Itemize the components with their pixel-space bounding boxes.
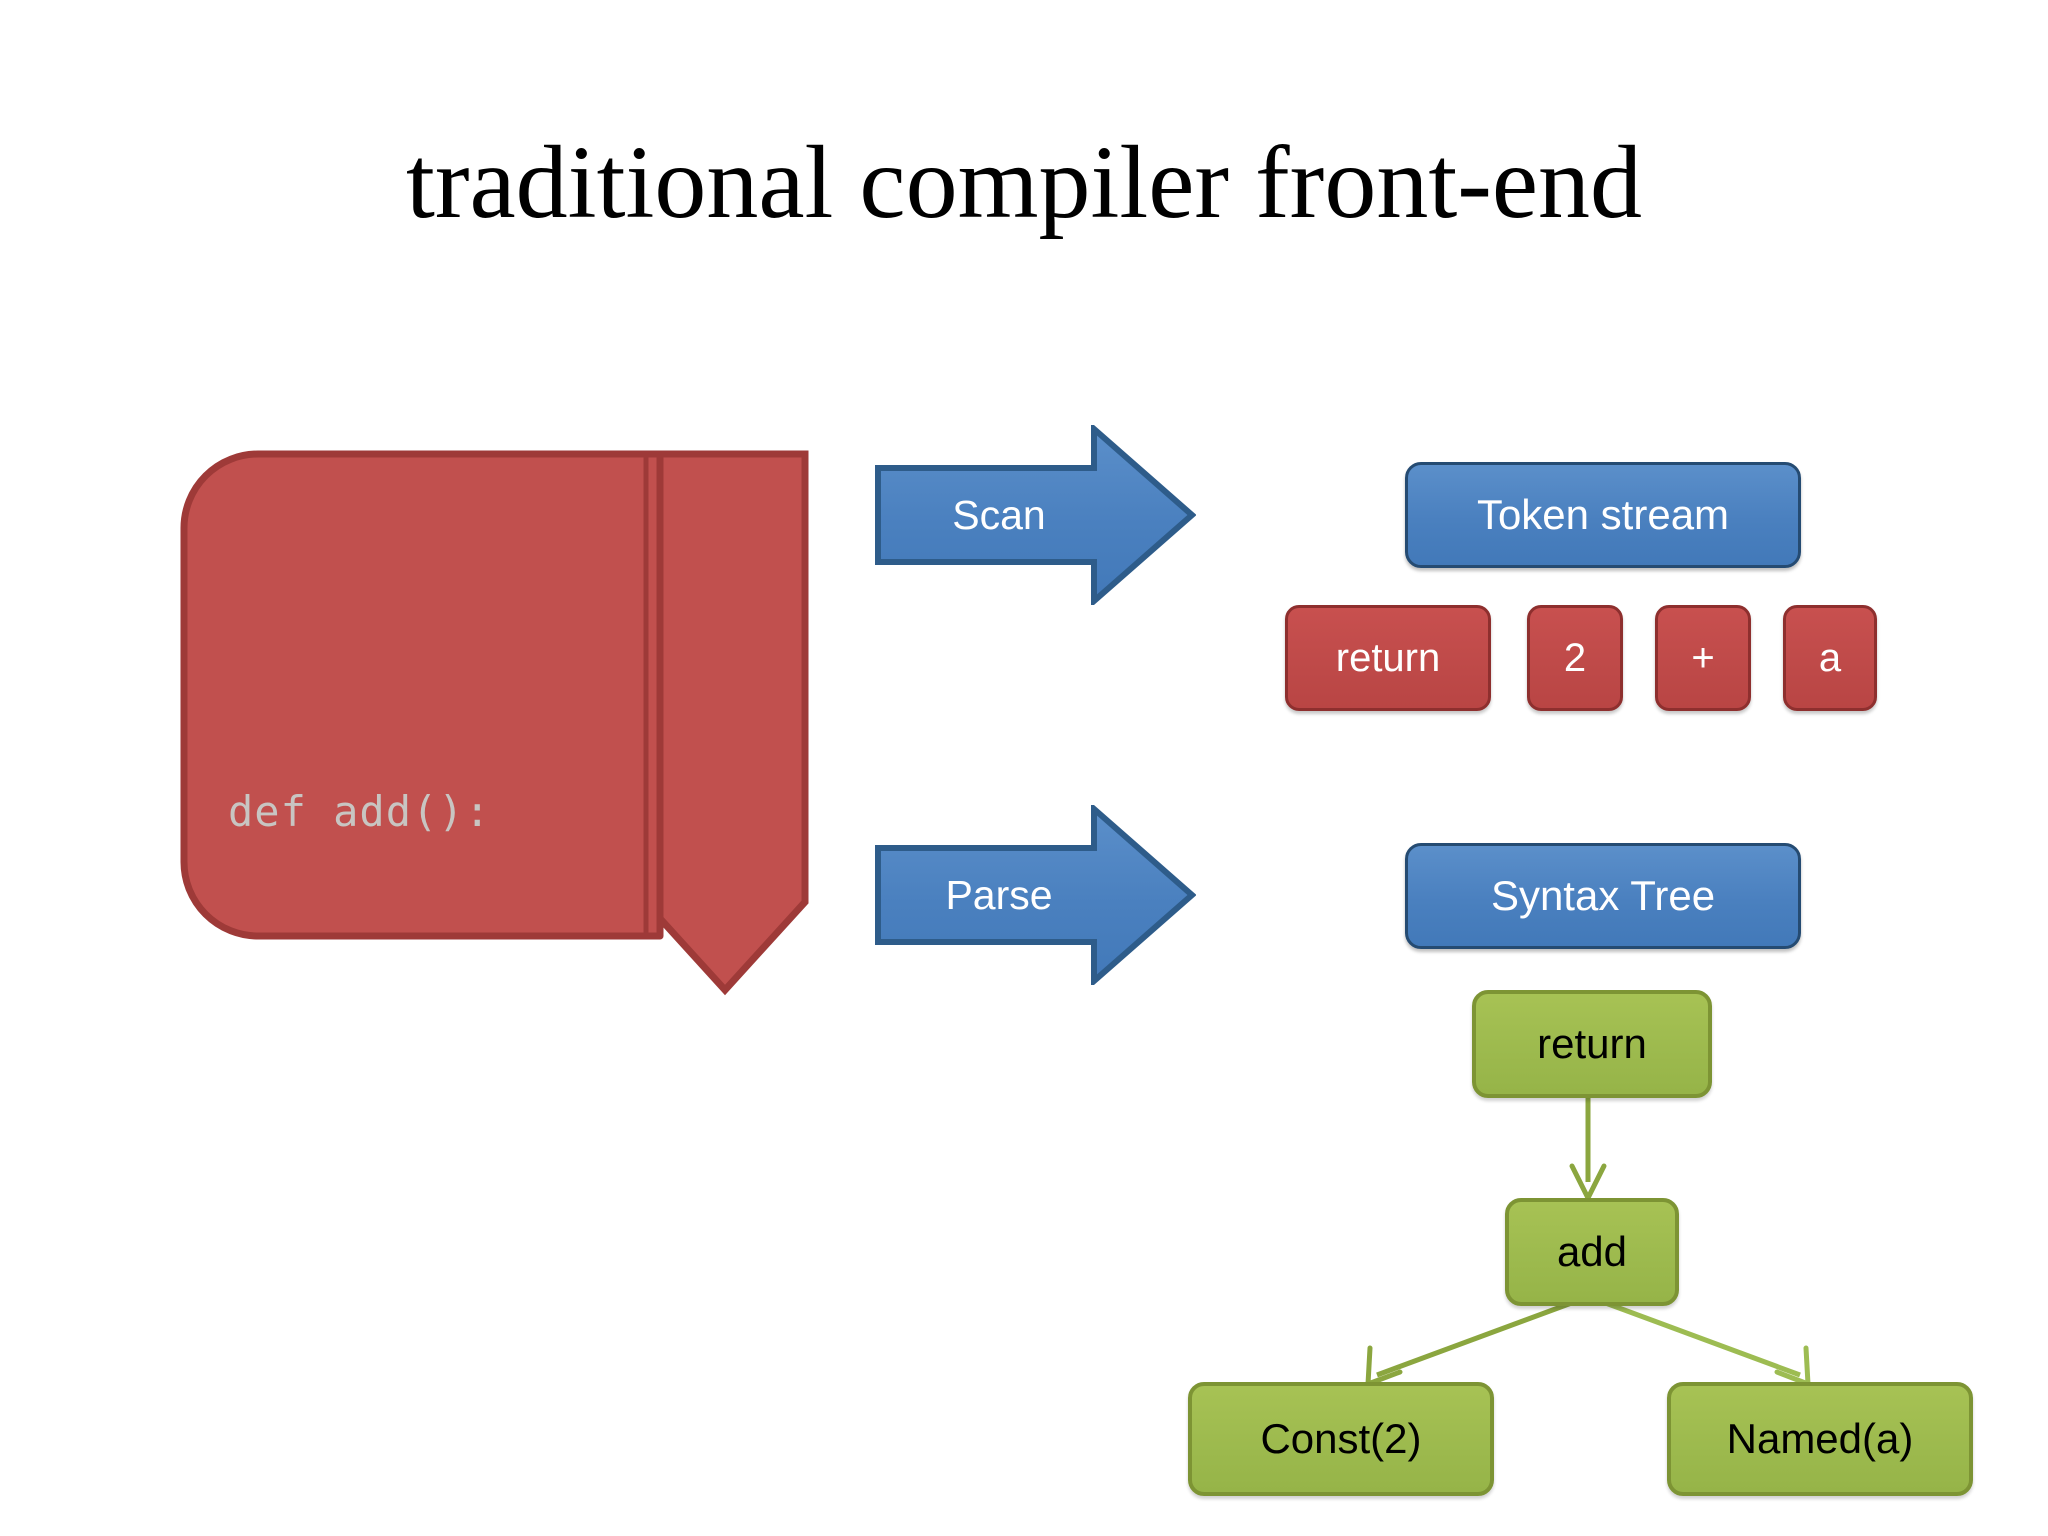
scan-arrow[interactable]: Scan <box>874 425 1196 605</box>
page-title: traditional compiler front-end <box>405 125 1642 240</box>
edge-return-to-add <box>1569 1090 1607 1201</box>
parse-arrow[interactable]: Parse <box>874 805 1196 985</box>
right-arrow-icon <box>875 425 1196 605</box>
right-arrow-icon <box>875 805 1196 985</box>
syntax-tree-heading[interactable]: Syntax Tree <box>1405 843 1801 949</box>
source-banner-icon <box>180 450 809 996</box>
token-chip[interactable]: a <box>1783 605 1877 711</box>
token-stream-heading[interactable]: Token stream <box>1405 462 1801 568</box>
token-chip[interactable]: + <box>1655 605 1751 711</box>
source-code-text: def add(): return 2 + a <box>228 660 668 1147</box>
edge-add-to-const2 <box>1365 1295 1586 1387</box>
syntax-tree-node-const2[interactable]: Const(2) <box>1188 1382 1494 1496</box>
code-line-def: def add(): <box>228 786 491 836</box>
code-line-return: return 2 + a <box>228 969 597 1019</box>
source-code-shape: def add(): return 2 + a <box>180 450 820 1030</box>
syntax-tree-node-add[interactable]: add <box>1505 1198 1679 1306</box>
parse-arrow-label: Parse <box>945 871 1053 918</box>
syntax-tree-node-return[interactable]: return <box>1472 990 1712 1098</box>
scan-arrow-label: Scan <box>952 491 1046 538</box>
token-chip[interactable]: return <box>1285 605 1491 711</box>
token-chip[interactable]: 2 <box>1527 605 1623 711</box>
syntax-tree-node-nameda[interactable]: Named(a) <box>1667 1382 1973 1496</box>
edge-add-to-nameda <box>1591 1295 1811 1387</box>
